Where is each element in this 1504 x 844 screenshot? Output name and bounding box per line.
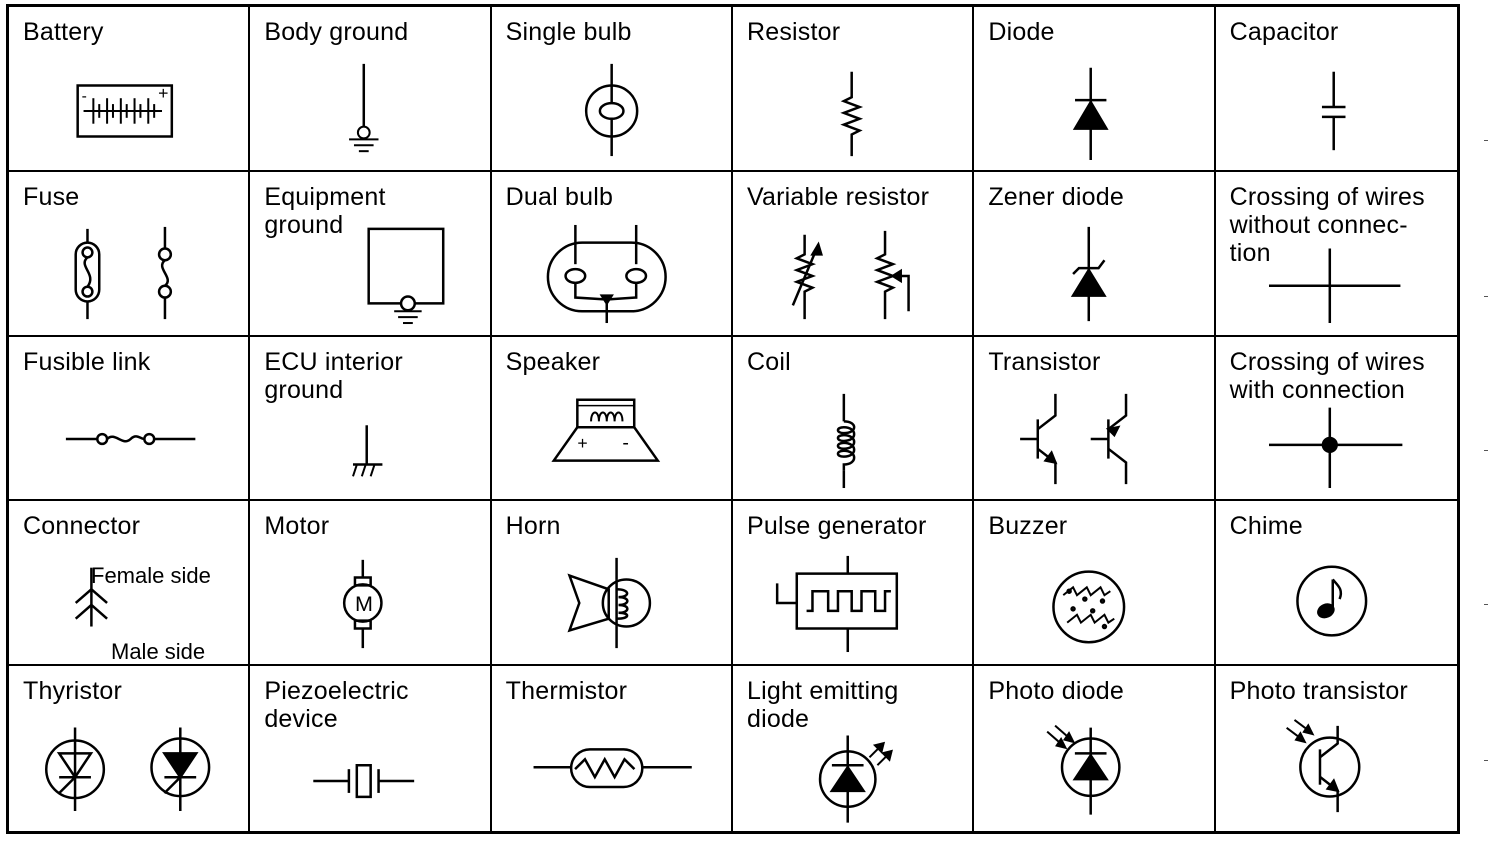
cell-connector: Connector Female side Male side — [9, 501, 251, 667]
chime-symbol — [1216, 501, 1457, 664]
battery-symbol: - + — [9, 83, 248, 170]
cell-label: Motor — [264, 512, 330, 541]
horn-symbol — [492, 501, 731, 664]
cell-label: Horn — [505, 512, 561, 541]
cell-label: Speaker — [505, 347, 601, 376]
motor-letter: M — [355, 591, 373, 616]
cell-label: Buzzer — [988, 512, 1068, 541]
cell-variable-resistor: Variable resistor — [732, 171, 975, 337]
cell-label: Piezoelectric device — [264, 677, 409, 734]
cell-thermistor: Thermistor — [492, 666, 733, 831]
cell-label: ECU interior ground — [264, 347, 403, 404]
speaker-symbol: + - — [492, 337, 731, 500]
cell-label: Connector — [23, 512, 141, 541]
transistor-symbol — [974, 337, 1213, 500]
crossing-without-connection-symbol — [1216, 172, 1457, 335]
cell-label: Chime — [1229, 512, 1303, 541]
cell-label: Fusible link — [23, 347, 151, 376]
light-emitting-diode-symbol — [733, 666, 972, 831]
cell-capacitor: Capacitor — [1215, 7, 1457, 172]
connector-symbol — [9, 501, 248, 664]
battery-minus: - — [82, 88, 87, 105]
cell-label: Crossing of wires without connec- tion — [1229, 182, 1425, 267]
cell-label: Pulse generator — [746, 512, 927, 541]
cell-photo-diode: Photo diode — [974, 666, 1216, 831]
equipment-ground-symbol — [250, 172, 489, 335]
cell-label: Body ground — [264, 18, 409, 46]
cell-transistor: Transistor — [974, 336, 1216, 502]
edge-tick-marks — [1484, 0, 1490, 844]
cell-horn: Horn — [491, 501, 733, 667]
cell-label: Crossing of wires with connection — [1229, 347, 1425, 404]
ecu-interior-ground-symbol — [250, 337, 489, 500]
thyristor-symbol — [9, 666, 248, 831]
female-side-label: Female side — [91, 563, 211, 589]
cell-label: Light emitting diode — [746, 677, 899, 734]
cell-label: Coil — [746, 347, 791, 376]
cell-zener-diode: Zener diode — [974, 171, 1216, 337]
cell-equipment-ground: Equipment ground — [250, 171, 492, 337]
cell-single-bulb: Single bulb — [491, 7, 733, 172]
cell-label: Photo diode — [988, 677, 1124, 706]
resistor-symbol — [733, 7, 972, 170]
cell-diode: Diode — [974, 7, 1216, 172]
cell-fusible-link: Fusible link — [9, 336, 251, 502]
cell-photo-transistor: Photo transistor — [1216, 666, 1457, 831]
coil-symbol — [733, 337, 972, 500]
cell-pulse-generator: Pulse generator — [732, 501, 975, 667]
cell-resistor: Resistor — [732, 7, 975, 172]
crossing-with-connection-symbol — [1216, 337, 1457, 500]
pulse-generator-symbol — [733, 501, 972, 664]
motor-symbol: M — [250, 501, 489, 664]
buzzer-symbol — [974, 501, 1213, 664]
cell-label: Thyristor — [23, 677, 123, 706]
male-side-label: Male side — [111, 639, 206, 665]
cell-label: Transistor — [988, 347, 1101, 376]
cell-label: Fuse — [23, 182, 80, 211]
cell-light-emitting-diode: Light emitting diode — [733, 666, 975, 831]
speaker-plus: + — [577, 432, 587, 452]
photo-transistor-symbol — [1216, 666, 1457, 831]
fuse-symbol — [9, 172, 248, 335]
cell-crossing-with-connection: Crossing of wires with connection — [1215, 337, 1457, 502]
cell-label: Equipment ground — [264, 182, 386, 239]
cell-label: Battery — [23, 18, 104, 46]
cell-thyristor: Thyristor — [9, 666, 251, 831]
photo-diode-symbol — [974, 666, 1213, 831]
cell-dual-bulb: Dual bulb — [491, 171, 733, 337]
cell-coil: Coil — [732, 336, 975, 502]
symbol-table: Battery - + Body ground Single bulb — [6, 4, 1460, 834]
cell-label: Photo transistor — [1229, 677, 1408, 706]
cell-label: Thermistor — [505, 677, 628, 706]
speaker-minus: - — [622, 431, 629, 453]
cell-motor: Motor M — [250, 501, 492, 667]
capacitor-symbol — [1216, 7, 1457, 170]
thermistor-symbol — [492, 666, 731, 831]
cell-label: Zener diode — [988, 182, 1124, 211]
cell-buzzer: Buzzer — [974, 501, 1216, 667]
cell-body-ground: Body ground — [250, 7, 492, 172]
fusible-link-symbol — [9, 337, 248, 500]
zener-diode-symbol — [974, 172, 1213, 335]
cell-label: Capacitor — [1229, 18, 1339, 46]
cell-label: Resistor — [746, 18, 841, 46]
cell-speaker: Speaker + - — [491, 336, 733, 502]
cell-crossing-without-connection: Crossing of wires without connec- tion — [1215, 172, 1457, 337]
dual-bulb-symbol — [492, 172, 731, 335]
piezoelectric-device-symbol — [250, 666, 489, 831]
cell-piezoelectric-device: Piezoelectric device — [250, 666, 492, 831]
cell-fuse: Fuse — [9, 171, 251, 337]
single-bulb-symbol — [492, 7, 731, 170]
cell-label: Diode — [988, 18, 1055, 46]
variable-resistor-symbol — [733, 172, 972, 335]
cell-label: Single bulb — [505, 18, 632, 46]
cell-battery: Battery - + — [9, 7, 251, 172]
cell-ecu-interior-ground: ECU interior ground — [250, 336, 492, 502]
cell-chime: Chime — [1215, 501, 1457, 667]
battery-plus: + — [158, 83, 168, 103]
cell-label: Variable resistor — [746, 182, 930, 211]
diode-symbol — [974, 7, 1213, 170]
body-ground-symbol — [250, 7, 489, 170]
cell-label: Dual bulb — [505, 182, 614, 211]
